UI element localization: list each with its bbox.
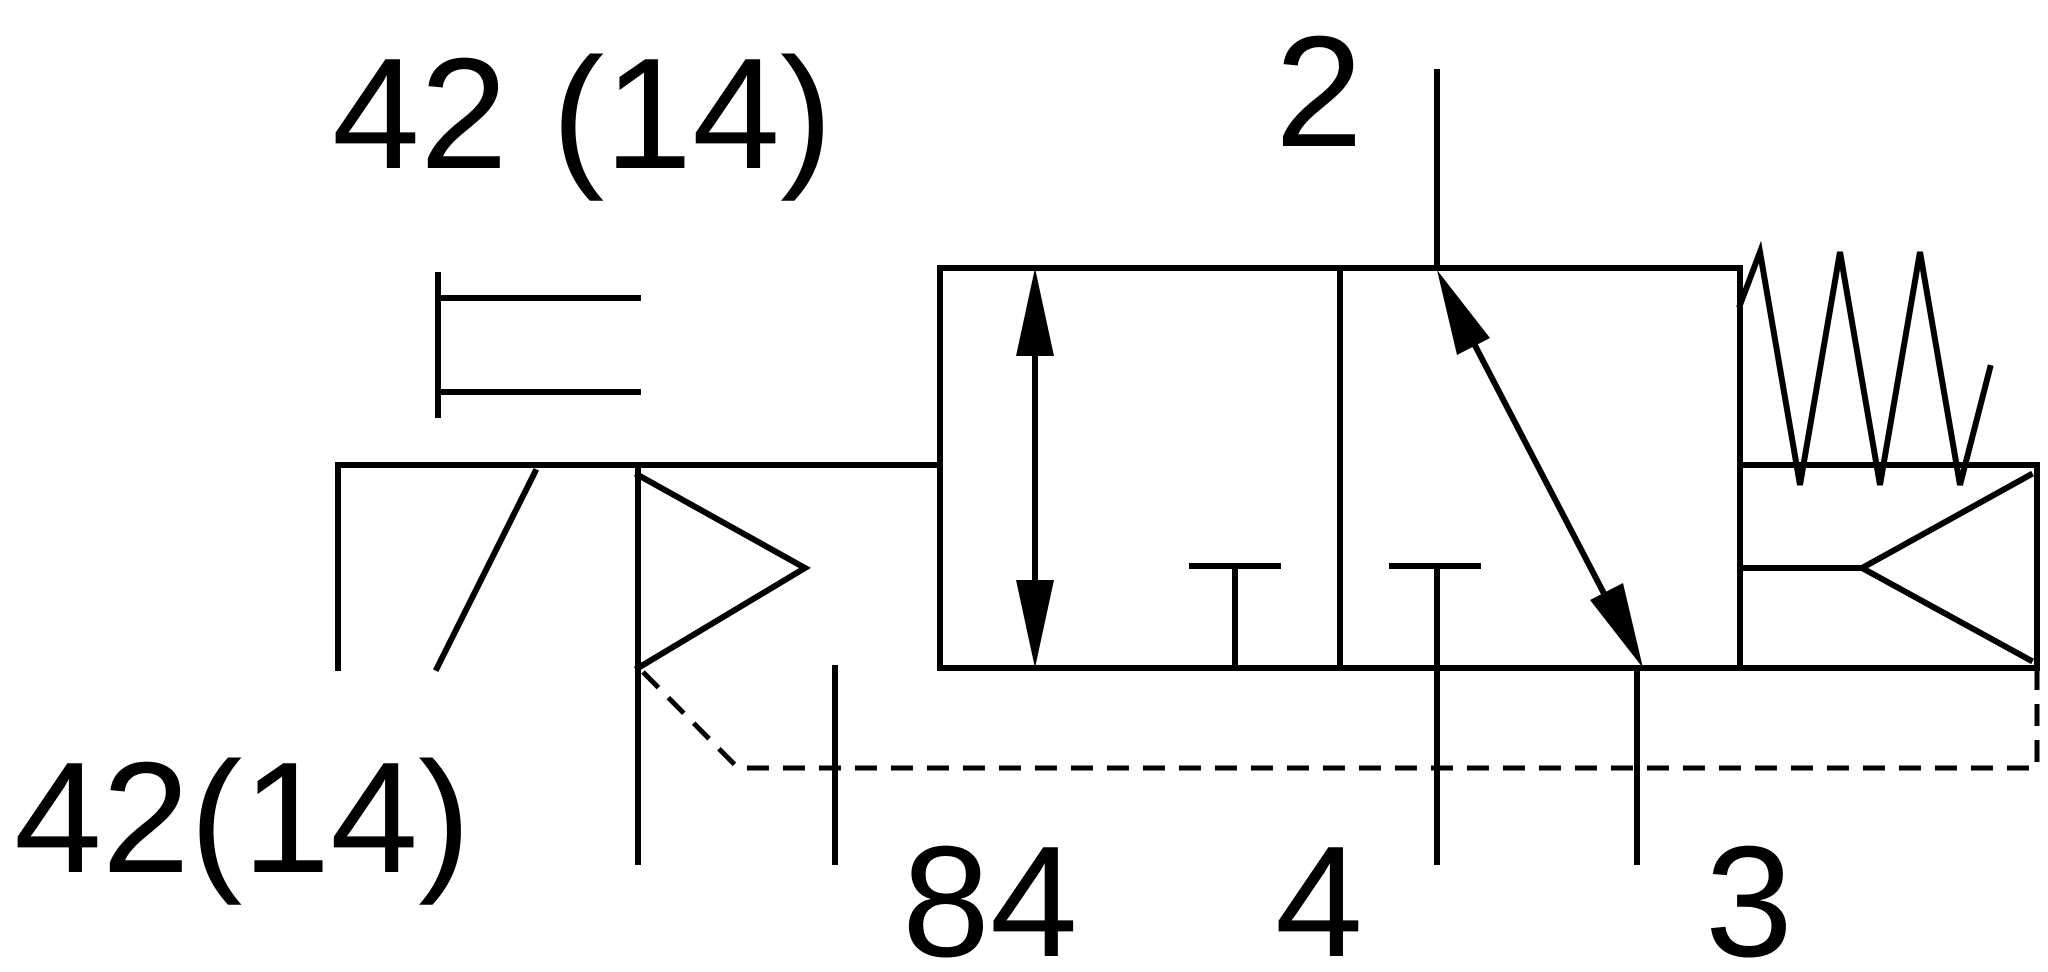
arrow-head-diag-up [1437,270,1490,355]
arrow-head-diag-down [1590,583,1643,668]
solenoid-actuator [335,462,943,673]
port-label-4: 4 [1275,814,1363,972]
arrow-head-up [1016,268,1054,356]
port-label-2: 2 [1275,4,1363,180]
arrow-head-down [1016,580,1054,668]
port-lines [635,69,1640,865]
pilot-supply-dashed-line [641,668,2040,771]
right-position-flow [1389,270,1643,671]
spring-return [1736,240,2040,671]
pilot-label-bottom: 42(14) [14,730,471,906]
port-label-84: 84 [902,814,1078,972]
manual-override [435,272,641,418]
port-label-3: 3 [1705,814,1793,972]
pilot-label-top: 42 (14) [332,26,833,202]
left-position-flow [1016,268,1281,671]
